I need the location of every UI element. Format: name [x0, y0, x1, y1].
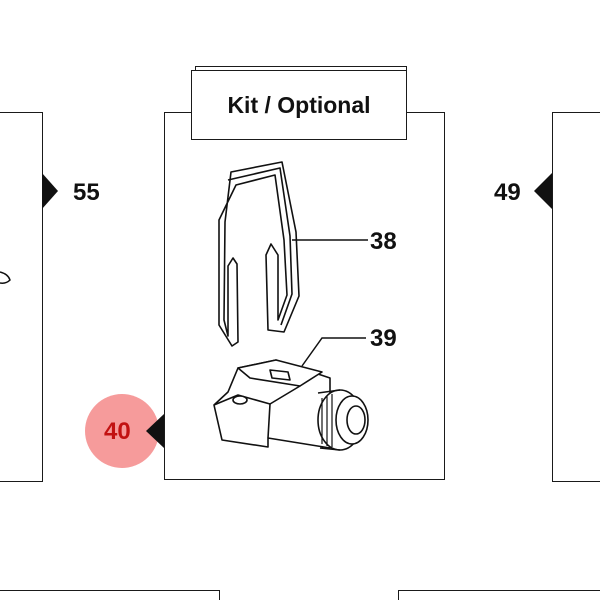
pointer-arrow-icon	[146, 414, 164, 448]
right-frame	[552, 112, 600, 482]
kit-title: Kit / Optional	[227, 91, 371, 118]
callout-49: 49	[494, 179, 521, 206]
pointer-arrow-icon	[42, 173, 58, 209]
callout-38: 38	[370, 228, 397, 255]
leader-line-39	[301, 337, 366, 367]
clip-part	[218, 161, 300, 347]
callout-40: 40	[104, 418, 131, 445]
left-frame	[0, 112, 43, 482]
bottom-left-frame	[0, 590, 220, 600]
bottom-right-frame	[398, 590, 600, 600]
pointer-arrow-icon	[534, 173, 552, 209]
callout-55: 55	[73, 179, 100, 206]
kit-title-box: Kit / Optional	[191, 70, 407, 140]
fitting-part	[213, 359, 369, 451]
callout-39: 39	[370, 325, 397, 352]
partial-drawing-fragment	[0, 271, 11, 284]
kit-title-tab: Kit / Optional	[191, 66, 411, 140]
